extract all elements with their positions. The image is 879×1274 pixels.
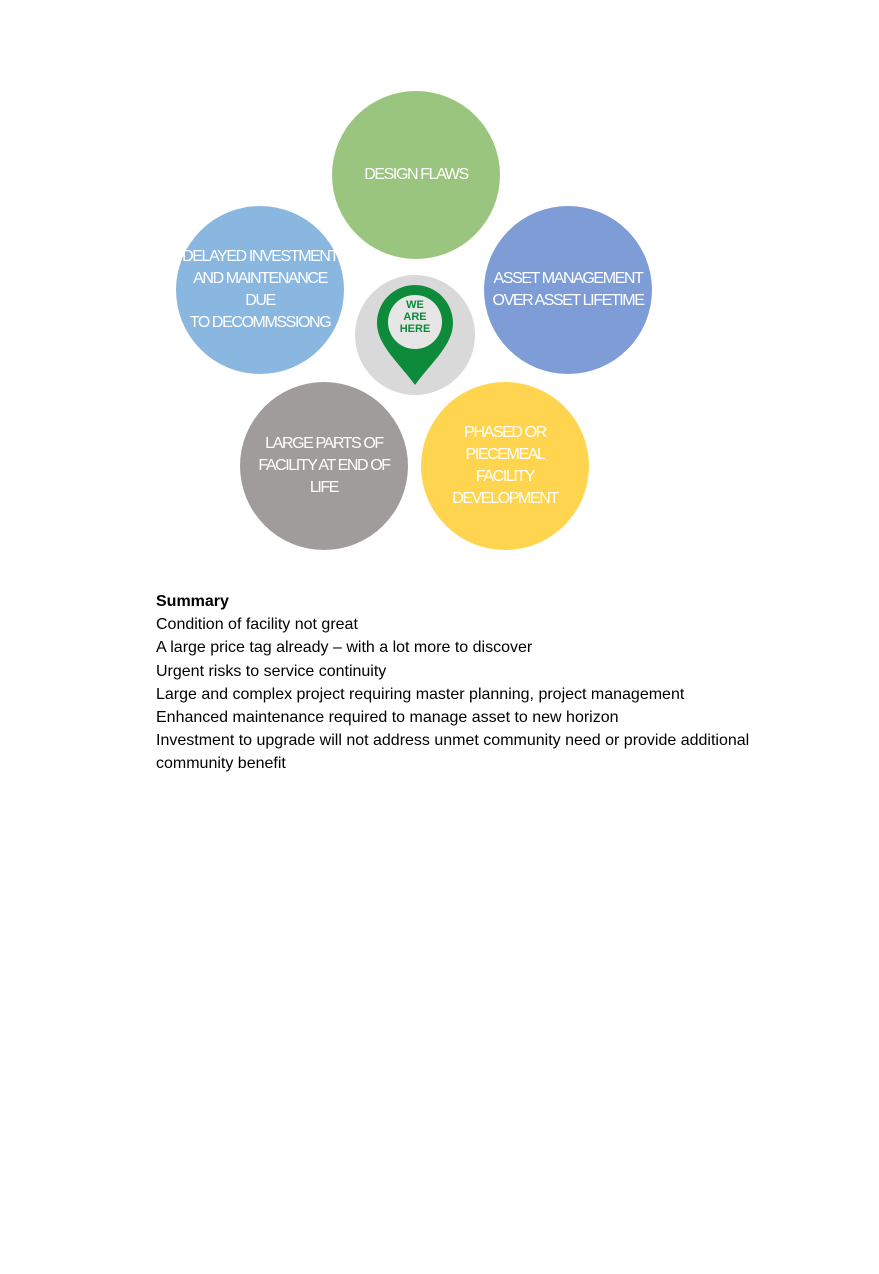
asset-management-circle: ASSET MANAGEMENT OVER ASSET LIFETIME	[484, 206, 652, 374]
summary-heading: Summary	[156, 593, 229, 610]
delayed-investment-circle: DELAYED INVESTMENT AND MAINTENANCE DUE T…	[176, 206, 344, 374]
summary-line: A large price tag already – with a lot m…	[156, 639, 533, 657]
phased-development-label: PHASED OR PIECEMEAL FACILITY DEVELOPMENT	[452, 424, 559, 507]
large-parts-label: LARGE PARTS OF FACILITY AT END OF LIFE	[258, 435, 391, 496]
design-flaws-circle: DESIGN FLAWS	[332, 91, 500, 259]
design-flaws-label: DESIGN FLAWS	[364, 166, 469, 183]
summary-line: Urgent risks to service continuity	[156, 662, 387, 680]
issues-diagram: DESIGN FLAWS DELAYED INVESTMENT AND MAIN…	[0, 0, 879, 570]
summary-line: Enhanced maintenance required to manage …	[156, 709, 619, 727]
summary-line: Condition of facility not great	[156, 616, 358, 634]
summary-section: Summary Condition of facility not great …	[156, 590, 806, 776]
phased-development-circle: PHASED OR PIECEMEAL FACILITY DEVELOPMENT	[421, 382, 589, 550]
summary-line: Investment to upgrade will not address u…	[156, 732, 750, 773]
delayed-investment-label: DELAYED INVESTMENT AND MAINTENANCE DUE T…	[182, 248, 339, 331]
summary-line: Large and complex project requiring mast…	[156, 685, 685, 703]
large-parts-circle: LARGE PARTS OF FACILITY AT END OF LIFE	[240, 382, 408, 550]
location-pin-icon	[377, 285, 453, 385]
we-are-here-label: WE ARE HERE	[399, 299, 431, 335]
asset-management-label: ASSET MANAGEMENT OVER ASSET LIFETIME	[492, 270, 645, 309]
